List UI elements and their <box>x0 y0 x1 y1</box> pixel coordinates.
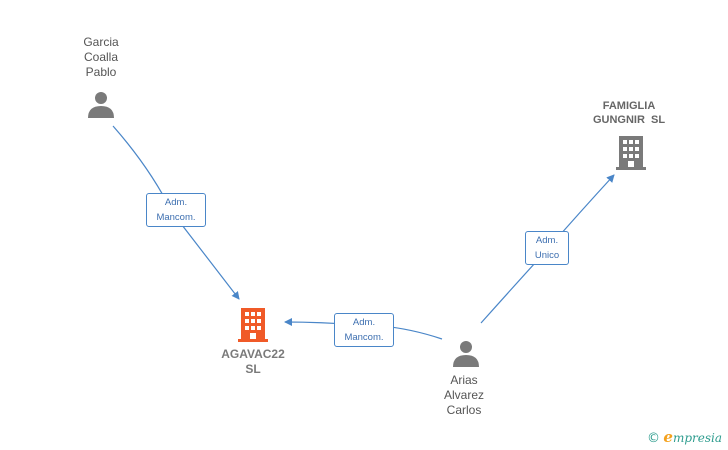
role-line: Adm. <box>352 317 376 328</box>
name-line: GUNGNIR SL <box>592 114 666 126</box>
building-icon-highlighted <box>238 308 268 347</box>
edge-label-arias-agavac[interactable]: Adm. Mancom. <box>334 313 394 347</box>
name-line: Coalla <box>83 50 119 64</box>
name-line: Arias <box>450 373 478 387</box>
name-line: Pablo <box>85 65 117 79</box>
person-label-garcia[interactable]: Garcia Coalla Pablo <box>59 35 143 80</box>
role-line: Mancom. <box>156 212 196 223</box>
brand-logo-initial: e <box>663 428 673 446</box>
copyright-icon: © <box>647 431 661 446</box>
name-line: FAMIGLIA <box>602 100 656 112</box>
company-label-famiglia[interactable]: FAMIGLIA GUNGNIR SL <box>573 99 685 127</box>
name-line: AGAVAC22 <box>221 347 285 361</box>
role-line: Mancom. <box>344 332 384 343</box>
name-line: Alvarez <box>443 388 484 402</box>
person-label-arias[interactable]: Arias Alvarez Carlos <box>422 373 506 418</box>
name-line: Garcia <box>83 35 119 49</box>
role-line: Adm. <box>535 235 559 246</box>
person-icon <box>452 339 480 372</box>
brand-logo-text: mpresia <box>672 431 722 445</box>
name-line: SL <box>245 362 261 376</box>
role-line: Adm. <box>164 197 188 208</box>
role-line: Unico <box>534 250 560 261</box>
brand-footer: © empresia <box>647 428 722 446</box>
name-line: Carlos <box>446 403 482 417</box>
edge-label-arias-famiglia[interactable]: Adm. Unico <box>525 231 569 265</box>
company-label-agavac[interactable]: AGAVAC22 SL <box>205 347 301 377</box>
edge-label-garcia-agavac[interactable]: Adm. Mancom. <box>146 193 206 227</box>
building-icon <box>616 136 646 175</box>
person-icon <box>87 90 115 123</box>
